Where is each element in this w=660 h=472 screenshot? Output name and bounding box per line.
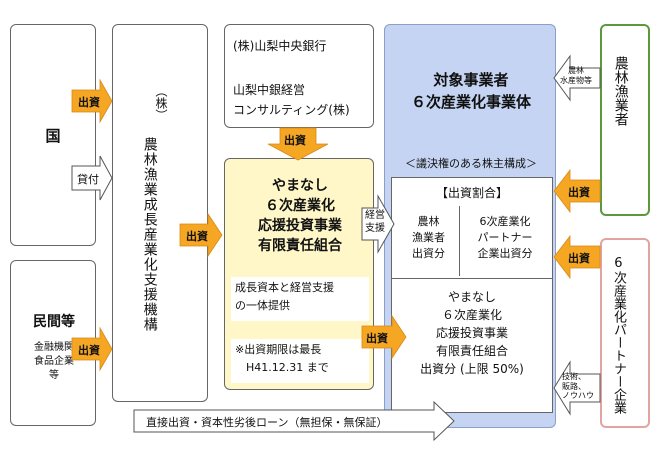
farmer-invest-label: 出資 bbox=[568, 186, 590, 199]
target-box: 対象事業者 ６次産業化事業体 ＜議決権のある株主構成＞ 【出資割合】 農林 漁業… bbox=[384, 24, 556, 428]
bank-line2: 山梨中銀経営 bbox=[233, 83, 306, 97]
kikou-invest-arrow bbox=[179, 212, 223, 258]
partner-invest-arrow bbox=[553, 234, 601, 280]
kikou-box: （株） 農林漁業成長産業化支援機構 bbox=[112, 24, 208, 402]
ratio-cell-farmer: 農林 漁業者 出資分 bbox=[398, 206, 460, 276]
partner-box: 6次産業化パートナー企業 bbox=[600, 238, 650, 428]
fund-invest-label: 出資 bbox=[366, 332, 388, 345]
bank-line1: (株)山梨中央銀行 bbox=[233, 39, 327, 53]
kuni-invest-label: 出資 bbox=[78, 96, 100, 109]
kuni-invest-arrow bbox=[71, 78, 113, 124]
target-line2: ６次産業化事業体 bbox=[410, 93, 531, 111]
partner-note-arrow bbox=[553, 360, 601, 416]
bank-line3: コンサルティング(株) bbox=[233, 103, 350, 117]
fund-support-label: 経営 支援 bbox=[365, 210, 385, 234]
kikou-name: 農林漁業成長産業化支援機構 bbox=[141, 137, 158, 332]
kuni-label: 国 bbox=[45, 126, 61, 145]
kuni-loan-arrow bbox=[71, 155, 113, 201]
bottom-long-arrow bbox=[133, 400, 455, 442]
kikou-invest-label: 出資 bbox=[186, 230, 208, 243]
partner-label: 6次産業化パートナー企業 bbox=[610, 256, 626, 414]
fund-box: やまなし ６次産業化 応援投資事業 有限責任組合 成長資本と経営支援 の一体提供… bbox=[224, 158, 374, 390]
ratio-cell-partner: 6次産業化 パートナー 企業出資分 bbox=[477, 215, 533, 260]
farmer-invest-arrow bbox=[553, 168, 601, 214]
fund-line2: ６次産業化 bbox=[265, 198, 335, 214]
bank-invest-label: 出資 bbox=[284, 134, 306, 147]
bank-box: (株)山梨中央銀行 山梨中銀経営 コンサルティング(株) bbox=[224, 24, 374, 128]
ratio-box: 【出資割合】 農林 漁業者 出資分 6次産業化 パートナー 企業出資分 やまなし… bbox=[391, 177, 553, 413]
minkan-label: 民間等 bbox=[33, 314, 75, 330]
fund-line3: 応援投資事業 bbox=[258, 218, 342, 234]
kikou-prefix: （株） bbox=[154, 85, 168, 121]
ratio-divider bbox=[392, 278, 552, 279]
farmer-box: 農林漁業者 bbox=[600, 24, 650, 216]
partner-invest-label: 出資 bbox=[568, 252, 590, 265]
partner-note-label: 技術、 販路、 ノウハウ bbox=[562, 372, 594, 401]
fund-note2: ※出資期限は最長 H41.12.31 まで bbox=[231, 339, 369, 383]
minkan-invest-arrow bbox=[71, 326, 113, 372]
bank-invest-arrow bbox=[267, 127, 329, 161]
target-caption: ＜議決権のある株主構成＞ bbox=[405, 157, 537, 170]
fund-support-arrow bbox=[361, 194, 395, 254]
kuni-loan-label: 貸付 bbox=[77, 173, 99, 186]
farmer-label: 農林漁業者 bbox=[612, 56, 629, 126]
fund-line4: 有限責任組合 bbox=[258, 238, 342, 254]
minkan-sub-label: 金融機関 食品企業 等 bbox=[34, 342, 74, 381]
farmer-note-arrow bbox=[553, 54, 601, 102]
fund-invest-arrow bbox=[361, 314, 407, 360]
bottom-arrow-label: 直接出資・資本性劣後ローン（無担保・無保証） bbox=[146, 416, 388, 429]
ratio-title: 【出資割合】 bbox=[435, 186, 508, 200]
farmer-note-label: 農林 水産物等 bbox=[560, 66, 592, 85]
kuni-box: 国 bbox=[10, 24, 96, 246]
target-line1: 対象事業者 bbox=[433, 71, 509, 89]
fund-line1: やまなし bbox=[272, 178, 328, 194]
minkan-invest-label: 出資 bbox=[78, 344, 100, 357]
fund-note1: 成長資本と経営支援 の一体提供 bbox=[231, 277, 369, 321]
ratio-cell-fund: やまなし ６次産業化 応援投資事業 有限責任組合 出資分 (上限 50%) bbox=[420, 290, 524, 376]
